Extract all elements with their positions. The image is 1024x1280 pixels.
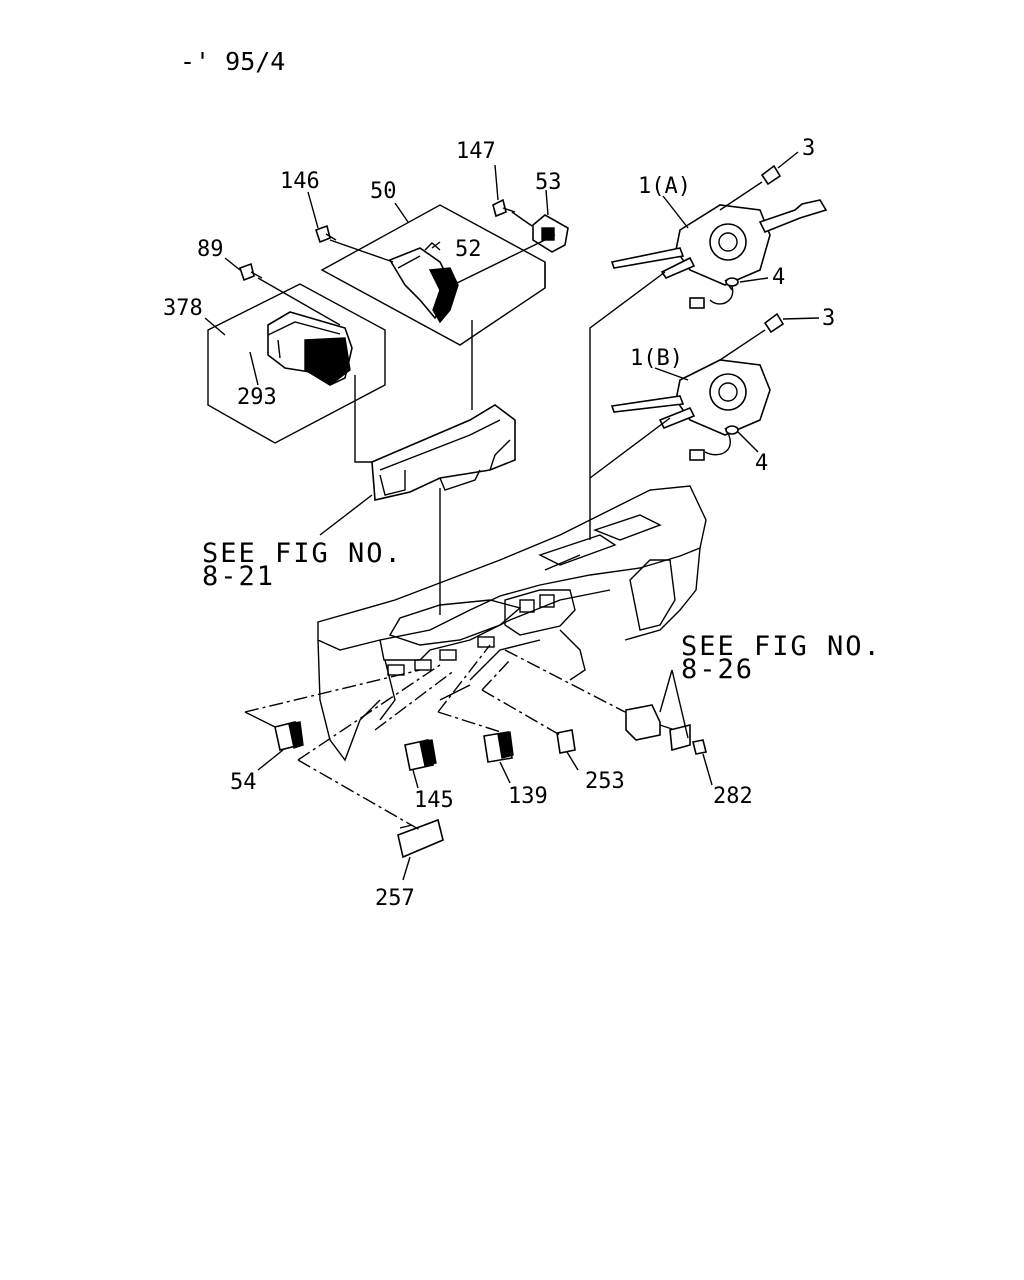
callout-4-upper: 4: [772, 265, 785, 290]
switch-52-part: [388, 242, 459, 324]
callout-293: 293: [237, 385, 277, 410]
callout-3-lower: 3: [822, 306, 835, 331]
callout-1a: 1(A): [638, 174, 691, 199]
switch-54-part: [274, 721, 304, 751]
switch-145-part: [404, 739, 437, 771]
callout-4-lower: 4: [755, 451, 768, 476]
screw-147: [492, 198, 516, 218]
screw-3b: [719, 312, 785, 361]
see-fig-8-26-line1: SEE FIG NO.: [681, 631, 882, 662]
callout-50: 50: [370, 179, 397, 204]
screw-89: [238, 262, 263, 282]
callout-1b: 1(B): [630, 346, 683, 371]
cap-253-part: [556, 729, 576, 754]
see-fig-8-21-line2: 8-21: [202, 561, 275, 592]
callout-53: 53: [535, 170, 562, 195]
callout-378: 378: [163, 296, 203, 321]
column-switch-leaders: [544, 271, 671, 571]
screw-3a: [719, 164, 782, 211]
switch-139-part: [483, 731, 514, 763]
callout-139: 139: [508, 784, 548, 809]
callout-89: 89: [197, 237, 224, 262]
date-code: -' 95/4: [180, 47, 285, 76]
bracket-53-part: [532, 214, 569, 253]
callout-52: 52: [455, 237, 482, 262]
see-fig-8-21-line1: SEE FIG NO.: [202, 538, 403, 569]
combination-switch-1a-part: [610, 199, 828, 309]
cluster-bezel: [371, 404, 516, 501]
callout-147: 147: [456, 139, 496, 164]
group-50-frame: [320, 204, 546, 346]
callout-253: 253: [585, 769, 625, 794]
callout-146: 146: [280, 169, 320, 194]
group-378-frame: [207, 283, 386, 444]
actuator-part: [625, 704, 707, 755]
combination-switch-1b-part: [610, 359, 771, 461]
callout-257: 257: [375, 886, 415, 911]
screw-146: [314, 224, 337, 244]
upper-left-leaders: [257, 211, 556, 615]
callout-282: 282: [713, 784, 753, 809]
switch-378-part: [267, 311, 353, 386]
lid-257-part: [397, 818, 444, 859]
see-fig-8-26-line2: 8-26: [681, 654, 754, 685]
instrument-panel: [317, 485, 707, 762]
lower-dash-leaders: [244, 644, 689, 831]
callout-54: 54: [230, 770, 257, 795]
callout-145: 145: [414, 788, 454, 813]
callout-3-upper: 3: [802, 136, 815, 161]
callout-leaders: [204, 151, 820, 881]
